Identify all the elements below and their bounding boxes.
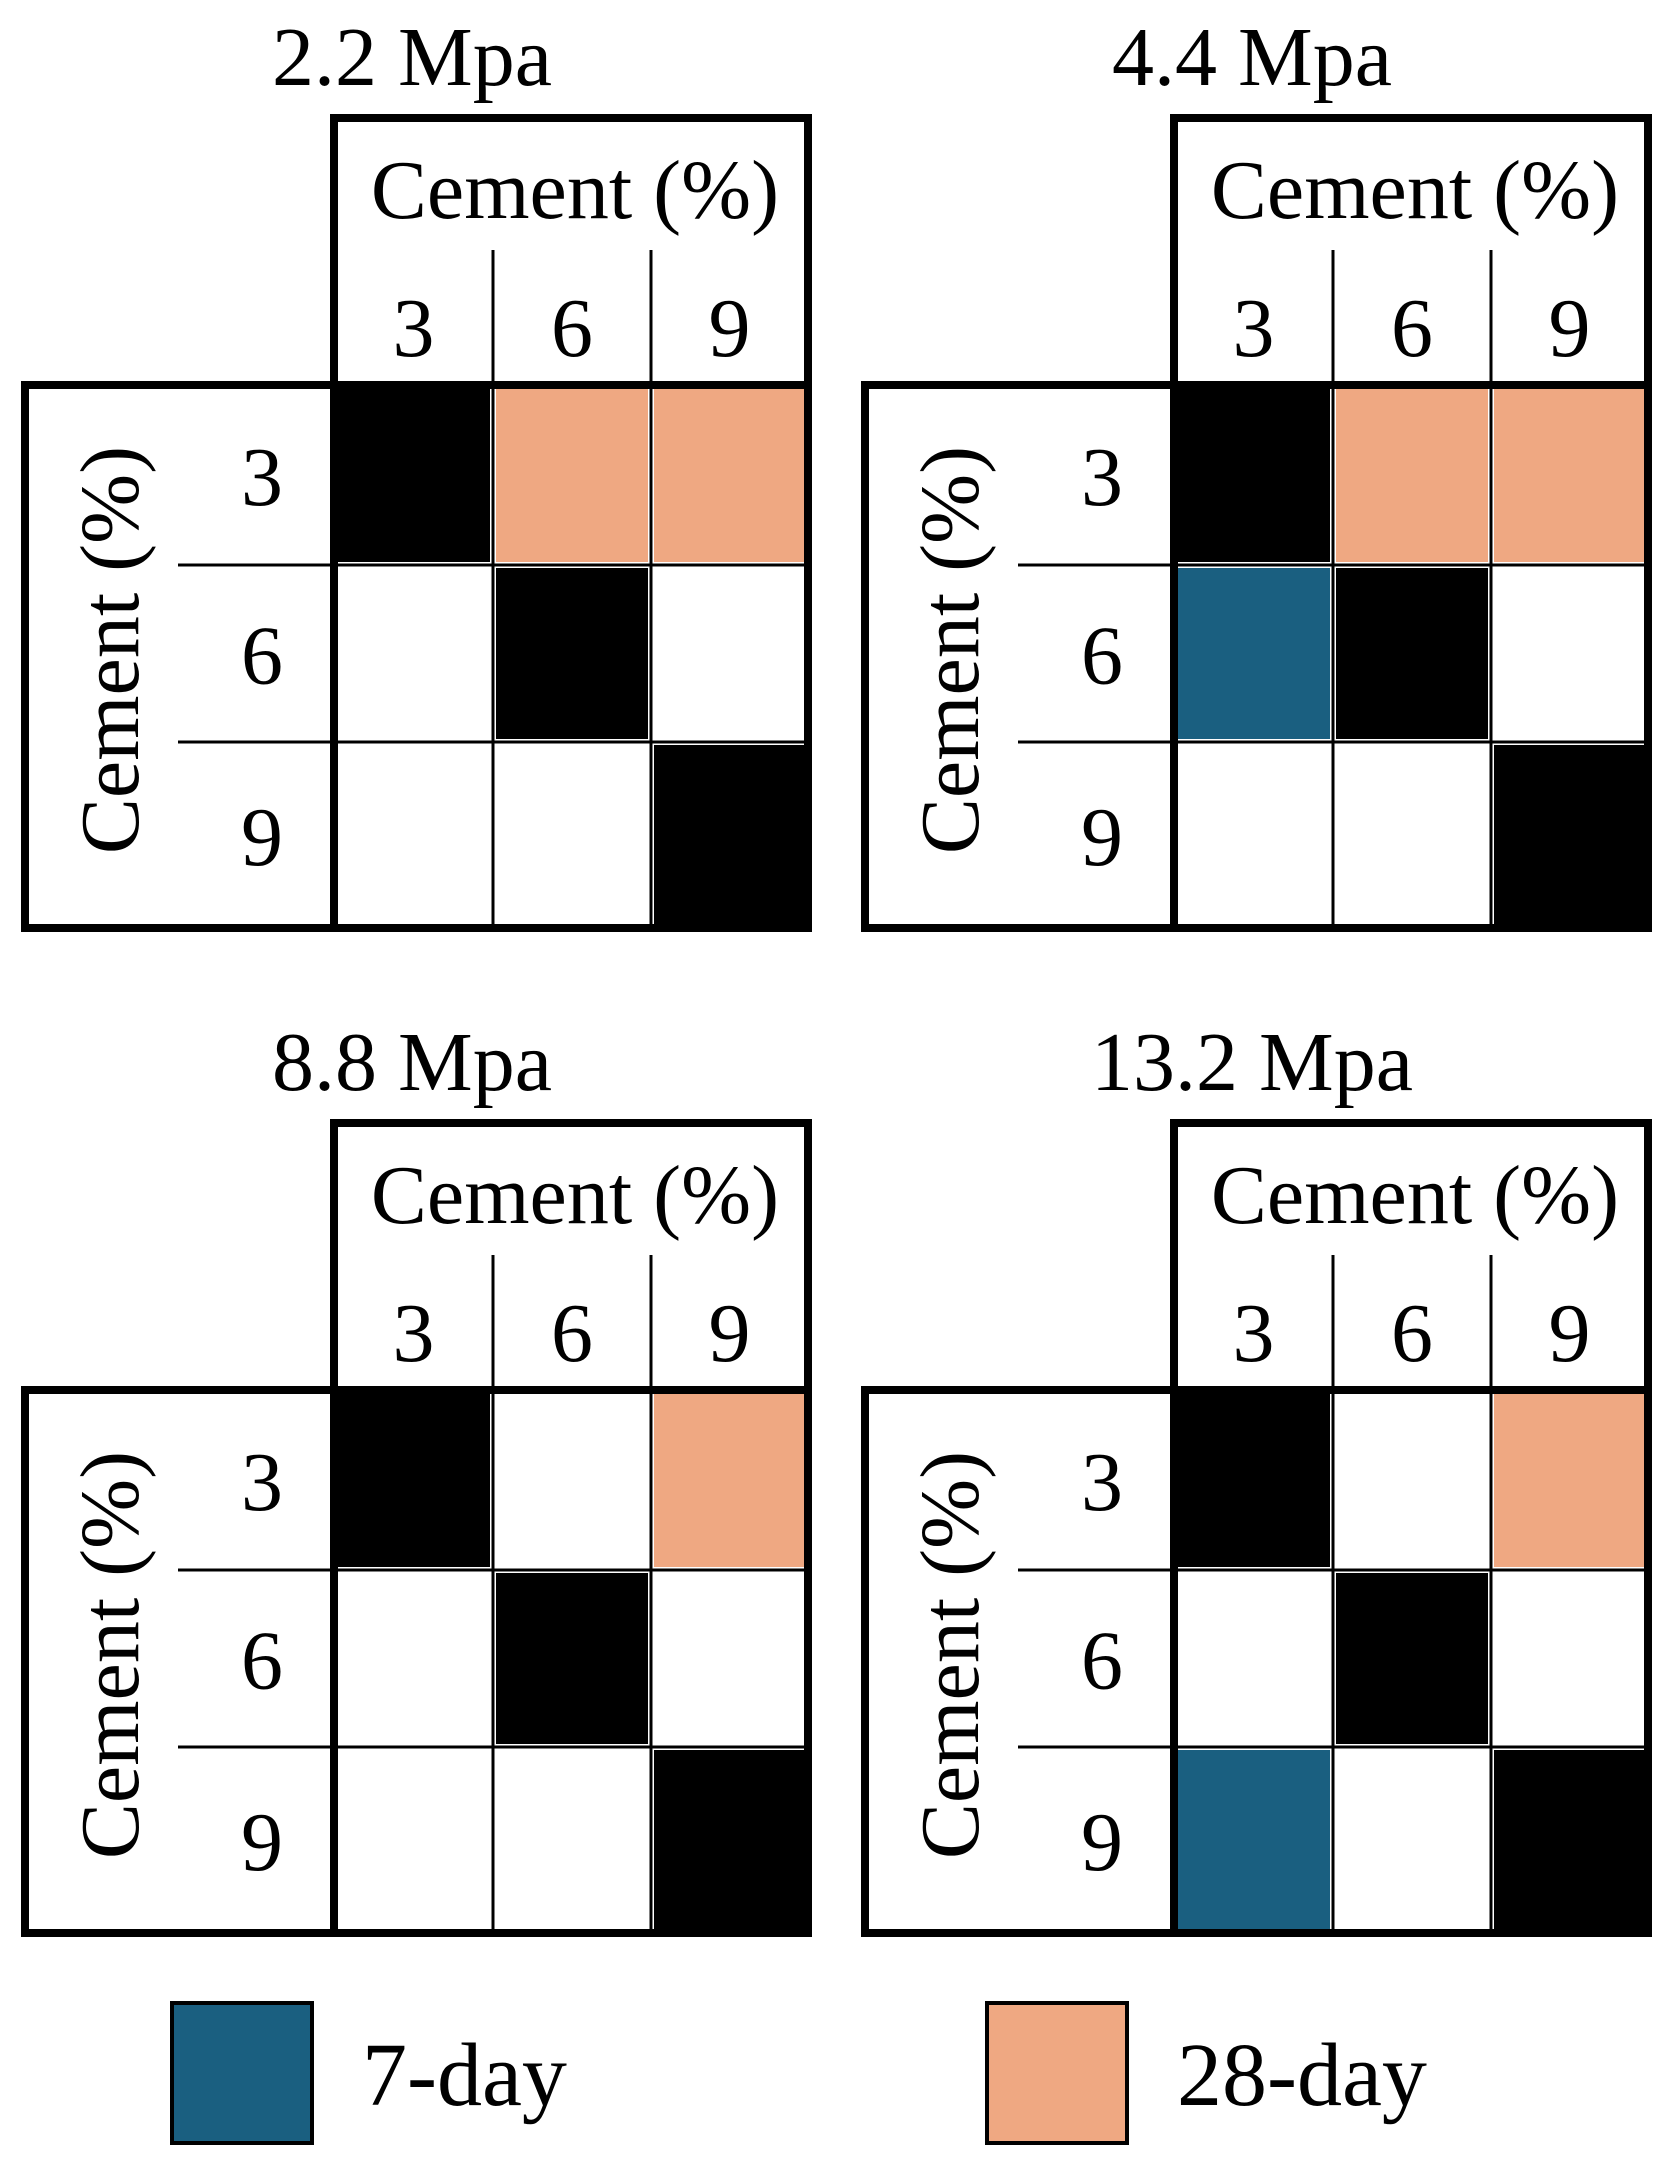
legend-swatch-28-day: [985, 2001, 1129, 2145]
panel-2-row-tick-6: 6: [1081, 610, 1123, 703]
panel-3-cell-r6-c6: [493, 1570, 651, 1747]
panel-1-cell-r9-c9: [651, 742, 808, 928]
panel-1-cell-r9-c3: [334, 742, 493, 928]
panel-2-cell-r3-c3: [1174, 385, 1333, 565]
panel-2-cell-r9-c6: [1333, 742, 1491, 928]
panel-1-col-tick-3: 3: [393, 282, 435, 375]
panel-3-row-axis-label: Cement (%): [64, 1451, 157, 1859]
panel-4-cell-r6-c3: [1174, 1570, 1333, 1747]
panel-2-col-tick-3: 3: [1233, 282, 1275, 375]
panel-3-cell-r6-c9: [651, 1570, 808, 1747]
panel-1-cell-r3-c6: [493, 385, 651, 565]
panel-4-col-tick-6: 6: [1391, 1287, 1433, 1380]
panel-3-row-tick-9: 9: [241, 1796, 283, 1889]
panel-4-cell-r9-c3: [1174, 1747, 1333, 1933]
panel-1-cell-r6-c3: [334, 565, 493, 742]
legend-label-28-day: 28-day: [1177, 2026, 1427, 2125]
panel-1-col-axis-label: Cement (%): [371, 144, 779, 237]
panel-3-col-axis-label: Cement (%): [371, 1149, 779, 1242]
panel-3-col-tick-6: 6: [551, 1287, 593, 1380]
panel-3-cell-r9-c9: [651, 1747, 808, 1933]
panel-1-row-axis-label: Cement (%): [64, 446, 157, 854]
legend-label-7-day: 7-day: [362, 2026, 567, 2125]
panel-1-cell-r6-c6: [493, 565, 651, 742]
panel-4-col-tick-3: 3: [1233, 1287, 1275, 1380]
panel-1-header-frame: [330, 114, 812, 385]
panel-2-title: 4.4 Mpa: [1112, 11, 1392, 104]
panel-1-col-tick-6: 6: [551, 282, 593, 375]
panel-4-row-axis-label: Cement (%): [904, 1451, 997, 1859]
panel-2-cell-r3-c9: [1491, 385, 1648, 565]
panel-3-cell-r3-c9: [651, 1390, 808, 1570]
panel-3-col-tick-9: 9: [709, 1287, 751, 1380]
panel-3-cell-r3-c3: [334, 1390, 493, 1570]
panel-2-row-axis-label: Cement (%): [904, 446, 997, 854]
panel-2-header-frame: [1170, 114, 1652, 385]
panel-2-row-tick-9: 9: [1081, 791, 1123, 884]
panel-4-body-frame: [861, 1386, 1652, 1937]
panel-1-cell-r9-c6: [493, 742, 651, 928]
panel-4-col-axis-label: Cement (%): [1211, 1149, 1619, 1242]
panel-3-cell-r9-c6: [493, 1747, 651, 1933]
panel-3-cell-r9-c3: [334, 1747, 493, 1933]
panel-4-col-tick-9: 9: [1549, 1287, 1591, 1380]
panel-4-cell-r3-c6: [1333, 1390, 1491, 1570]
panel-2-cell-r9-c9: [1491, 742, 1648, 928]
panel-4-cell-r3-c9: [1491, 1390, 1648, 1570]
panel-2-col-axis-label: Cement (%): [1211, 144, 1619, 237]
panel-2-body-frame: [861, 381, 1652, 932]
panel-1-cell-r3-c3: [334, 385, 493, 565]
panel-1-cell-r6-c9: [651, 565, 808, 742]
panel-2-col-tick-6: 6: [1391, 282, 1433, 375]
panel-2-cell-r3-c6: [1333, 385, 1491, 565]
panel-4-row-tick-3: 3: [1081, 1436, 1123, 1529]
panel-3-cell-r6-c3: [334, 1570, 493, 1747]
panel-1-cell-r3-c9: [651, 385, 808, 565]
panel-2-cell-r6-c9: [1491, 565, 1648, 742]
panel-2-cell-r6-c3: [1174, 565, 1333, 742]
panel-3-row-tick-3: 3: [241, 1436, 283, 1529]
panel-1-title: 2.2 Mpa: [272, 11, 552, 104]
panel-4-cell-r6-c9: [1491, 1570, 1648, 1747]
legend-swatch-7-day: [170, 2001, 314, 2145]
panel-4-cell-r9-c6: [1333, 1747, 1491, 1933]
panel-4-header-frame: [1170, 1119, 1652, 1390]
panel-1-col-tick-9: 9: [709, 282, 751, 375]
panel-4-row-tick-9: 9: [1081, 1796, 1123, 1889]
panel-4-row-tick-6: 6: [1081, 1615, 1123, 1708]
panel-4-title: 13.2 Mpa: [1091, 1016, 1413, 1109]
panel-3-title: 8.8 Mpa: [272, 1016, 552, 1109]
panel-3-cell-r3-c6: [493, 1390, 651, 1570]
panel-2-cell-r9-c3: [1174, 742, 1333, 928]
panel-1-row-tick-6: 6: [241, 610, 283, 703]
panel-3-header-frame: [330, 1119, 812, 1390]
panel-4-cell-r3-c3: [1174, 1390, 1333, 1570]
panel-1-body-frame: [21, 381, 812, 932]
panel-2-col-tick-9: 9: [1549, 282, 1591, 375]
panel-3-body-frame: [21, 1386, 812, 1937]
panel-3-row-tick-6: 6: [241, 1615, 283, 1708]
panel-2-cell-r6-c6: [1333, 565, 1491, 742]
panel-4-cell-r6-c6: [1333, 1570, 1491, 1747]
panel-2-row-tick-3: 3: [1081, 431, 1123, 524]
panel-4-cell-r9-c9: [1491, 1747, 1648, 1933]
panel-1-row-tick-3: 3: [241, 431, 283, 524]
panel-3-col-tick-3: 3: [393, 1287, 435, 1380]
panel-1-row-tick-9: 9: [241, 791, 283, 884]
